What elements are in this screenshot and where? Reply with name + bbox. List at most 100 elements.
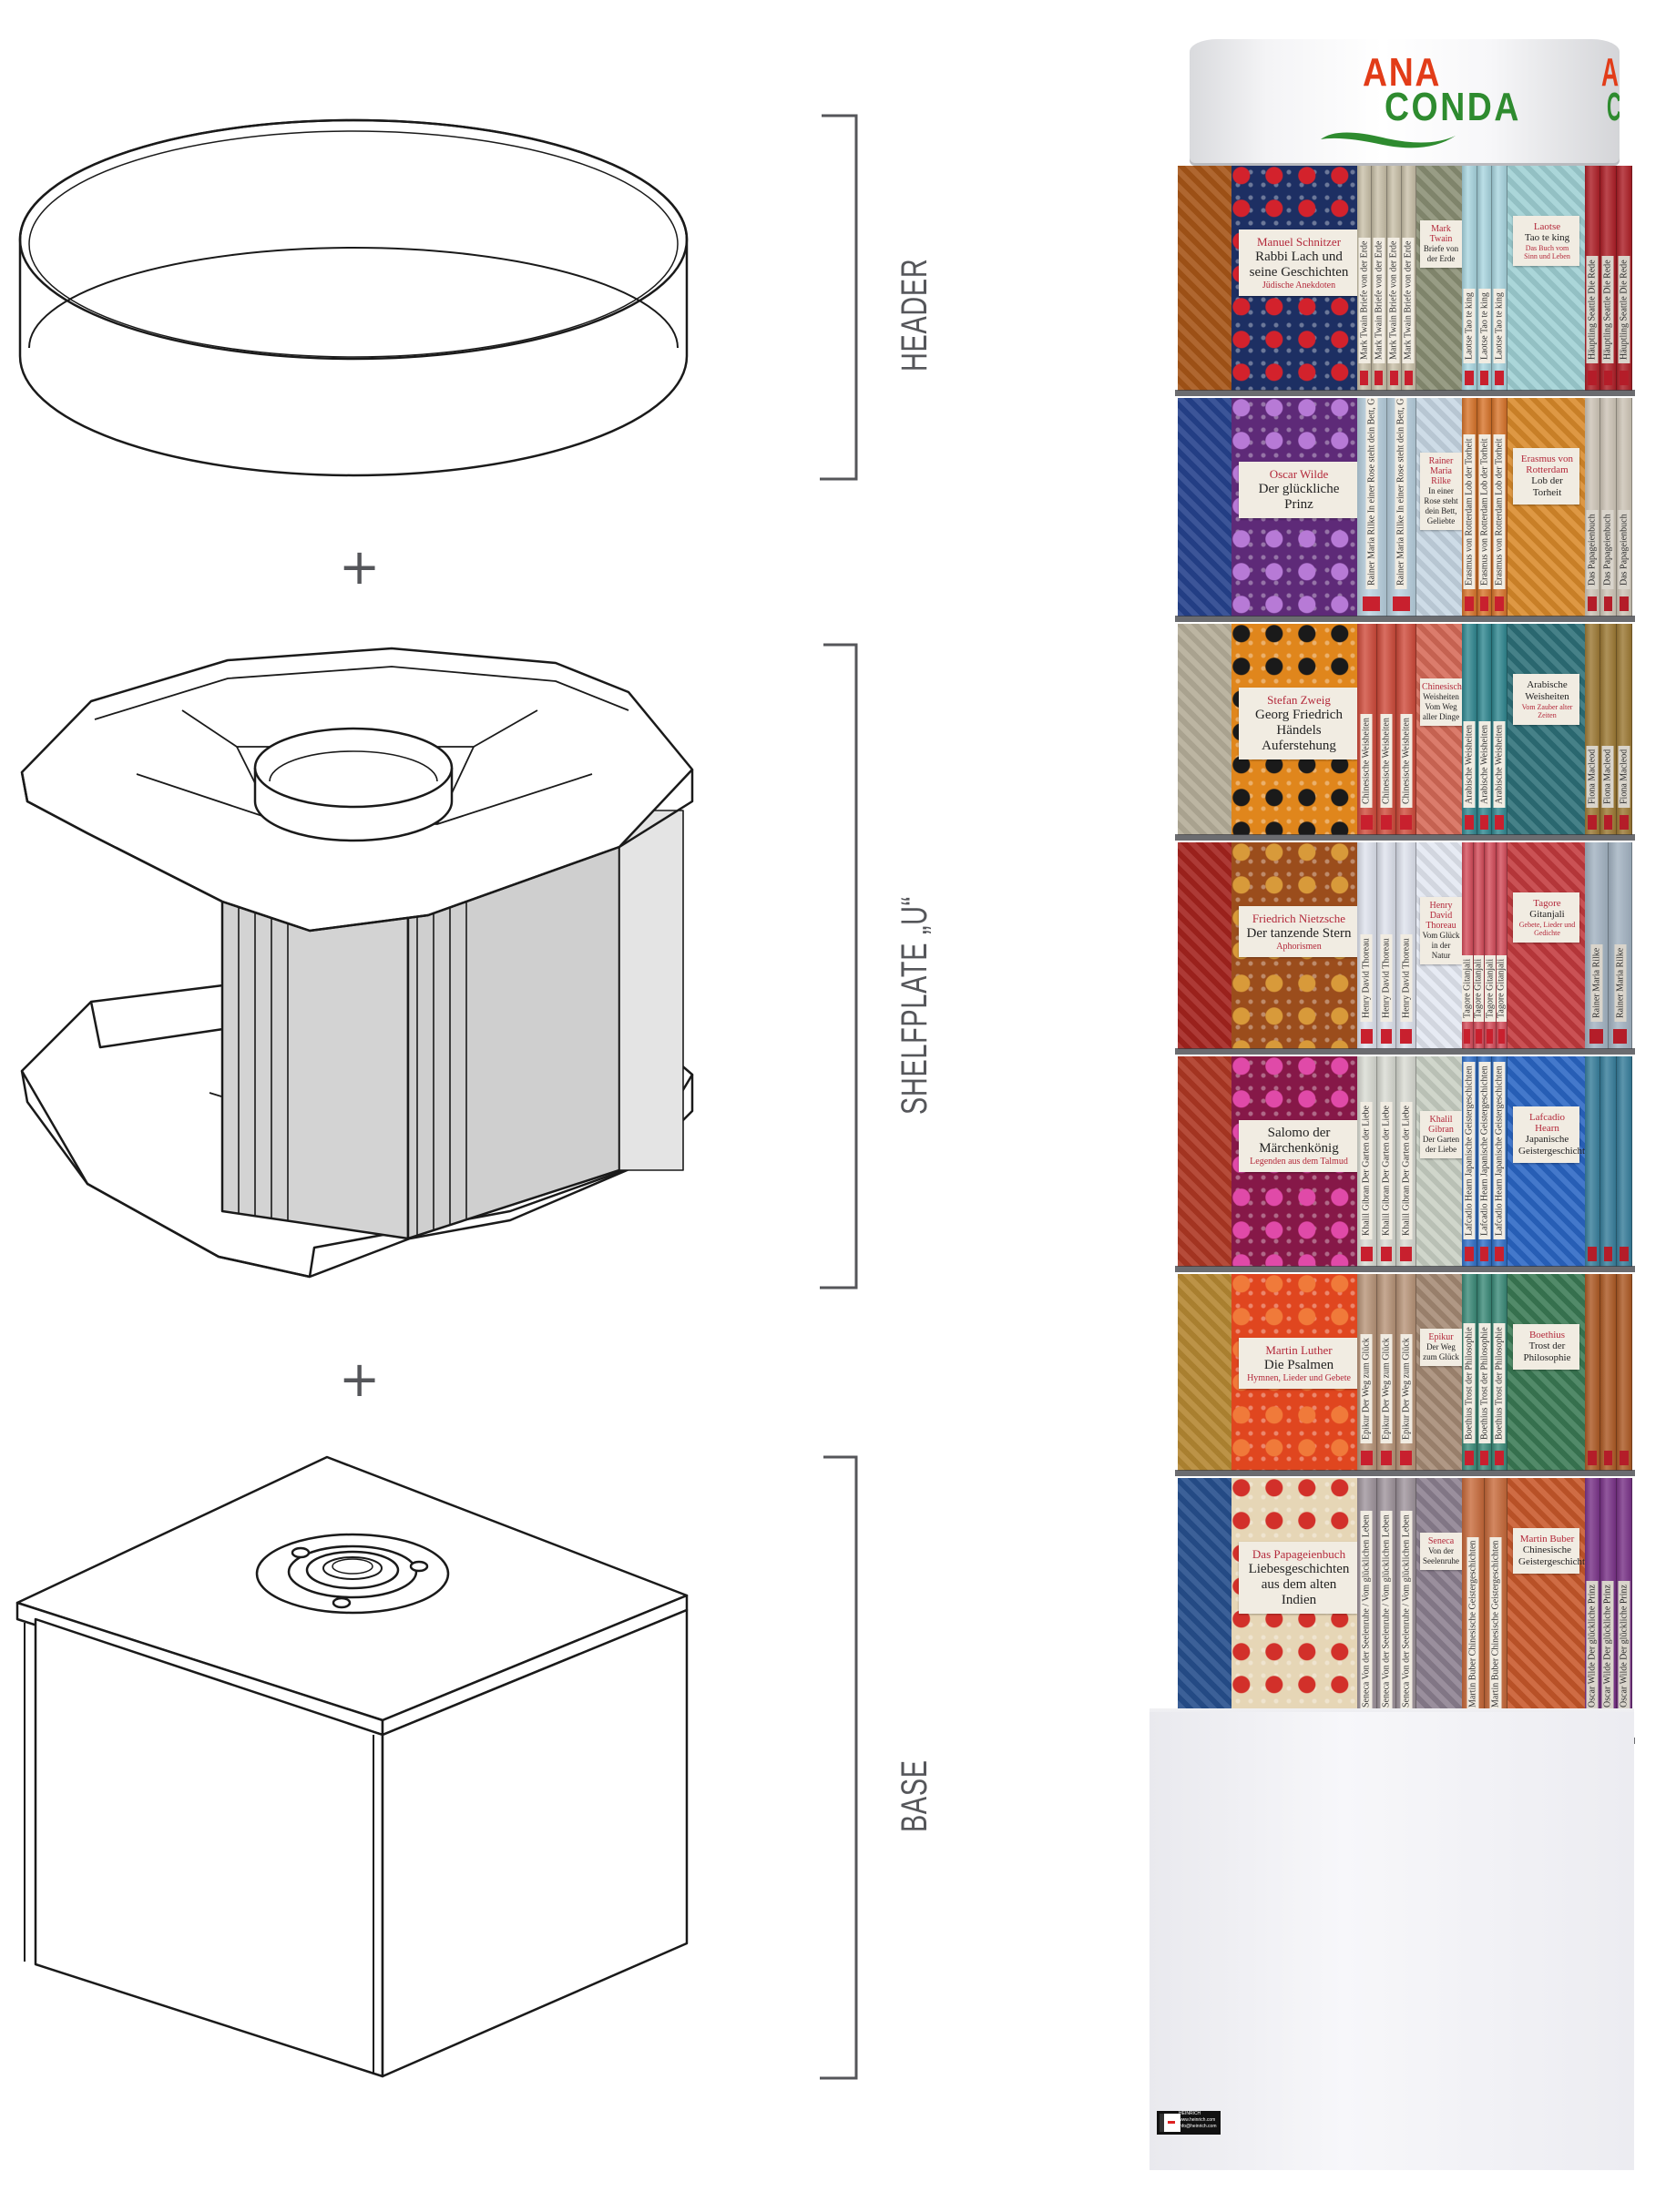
- cover-author: Martin Buber: [1519, 1534, 1575, 1544]
- spine-publisher-mark: [1465, 1247, 1474, 1261]
- cover-title: Chinesische Geistergeschichten: [1518, 1544, 1585, 1567]
- spine-text: Mark Twain Briefe von der Erde: [1358, 237, 1371, 363]
- book-spine: Erasmus von Rotterdam Lob der Torheit: [1462, 398, 1477, 617]
- book-spine: Fiona Macleod: [1585, 624, 1601, 835]
- cover-author: Boethius: [1528, 1330, 1566, 1340]
- spine-text: Rainer Maria Rilke: [1614, 943, 1626, 1022]
- cover-subtitle: Hymnen, Lieder und Gebete: [1247, 1373, 1351, 1383]
- spine-text: Arabische Weisheiten: [1463, 720, 1476, 808]
- book-spine: Oscar Wilde Der glückliche Prinz: [1616, 1478, 1632, 1738]
- spine-publisher-mark: [1363, 596, 1381, 611]
- spine-publisher-mark: [1619, 1451, 1629, 1465]
- spine-publisher-mark: [1619, 371, 1629, 385]
- book-spine: Epikur Der Weg zum Glück: [1396, 1274, 1416, 1471]
- logo-swoosh-icon: [1321, 132, 1456, 148]
- book-spine: Häuptling Seattle Die Rede: [1600, 166, 1617, 391]
- book-spine: Erasmus von Rotterdam Lob der Torheit: [1477, 398, 1493, 617]
- book-spine: Oscar Wilde Der glückliche Prinz: [1585, 1478, 1601, 1738]
- cover-author: Khalil Gibran: [1428, 1115, 1454, 1135]
- acrylic-shelf: [1175, 1470, 1635, 1476]
- cover-title: Der glückliche Prinz: [1258, 482, 1340, 512]
- spine-publisher-mark: [1400, 1451, 1412, 1465]
- spine-publisher-mark: [1479, 371, 1489, 385]
- tower-header-band: ANA CONDA ANA CONDA: [1190, 39, 1620, 166]
- book-spine: Henry David Thoreau: [1376, 842, 1397, 1049]
- spine-text: Fiona Macleod: [1586, 745, 1599, 808]
- cover-title: Der Garten der Liebe: [1422, 1135, 1460, 1154]
- cover-author: Laotse: [1533, 221, 1561, 232]
- cover-title: Salomo der Märchenkönig: [1259, 1126, 1339, 1156]
- spine-publisher-mark: [1588, 1451, 1598, 1465]
- spine-text: Henry David Thoreau: [1400, 934, 1413, 1022]
- book-spine: Arabische Weisheiten: [1477, 624, 1493, 835]
- side-book: [1178, 1056, 1231, 1267]
- cover-subtitle: Vom Zauber alter Zeiten: [1521, 703, 1573, 719]
- cover-author: Lafcadio Hearn: [1528, 1112, 1566, 1134]
- spine-publisher-mark: [1360, 371, 1369, 385]
- cover-author: Erasmus von Rotterdam: [1520, 454, 1574, 475]
- spine-text: Das Papageienbuch: [1601, 510, 1614, 589]
- acrylic-shelf: [1175, 616, 1635, 622]
- spine-publisher-mark: [1613, 1029, 1627, 1044]
- book-spine: Arabische Weisheiten: [1492, 624, 1507, 835]
- spine-publisher-mark: [1619, 815, 1629, 830]
- spine-group: Martin Buber Chinesische Geistergeschich…: [1462, 1478, 1507, 1738]
- book-spine: Mark Twain Briefe von der Erde: [1357, 166, 1373, 391]
- spine-publisher-mark: [1497, 1029, 1505, 1044]
- spine-publisher-mark: [1465, 596, 1474, 611]
- side-book: [1178, 842, 1231, 1049]
- spine-text: Tagore Gitanjali: [1473, 954, 1485, 1022]
- acrylic-shelf: [1175, 1048, 1635, 1055]
- spine-text: Häuptling Seattle Die Rede: [1601, 256, 1614, 363]
- spine-publisher-mark: [1380, 1247, 1393, 1261]
- book-spine: Rainer Maria Rilke In einer Rose steht d…: [1357, 398, 1387, 617]
- spine-group: [1585, 1056, 1632, 1267]
- cover-title: Der Weg zum Glück: [1423, 1342, 1459, 1361]
- spine-group: Oscar Wilde Der glückliche Prinz Oscar Wi…: [1585, 1478, 1632, 1738]
- spine-text: Erasmus von Rotterdam Lob der Torheit: [1478, 434, 1490, 589]
- book-spine: Mark Twain Briefe von der Erde: [1386, 166, 1402, 391]
- cover-author: Friedrich Nietzsche: [1252, 912, 1346, 925]
- book-spine: Das Papageienbuch: [1585, 398, 1601, 617]
- spine-publisher-mark: [1380, 815, 1393, 830]
- acrylic-shelf: [1175, 834, 1635, 841]
- spine-publisher-mark: [1375, 371, 1384, 385]
- book-spine: Epikur Der Weg zum Glück: [1376, 1274, 1397, 1471]
- plus-sign: +: [339, 538, 381, 596]
- spine-text: Lafcadio Hearn Japanische Geistergeschic…: [1478, 1062, 1490, 1239]
- side-book: [1178, 624, 1231, 835]
- spine-publisher-mark: [1588, 371, 1598, 385]
- spine-publisher-mark: [1361, 1247, 1373, 1261]
- spine-text: Mark Twain Briefe von der Erde: [1402, 237, 1415, 363]
- cover-author: Das Papageienbuch: [1252, 1547, 1346, 1561]
- spine-text: Erasmus von Rotterdam Lob der Torheit: [1493, 434, 1506, 589]
- spine-publisher-mark: [1389, 371, 1398, 385]
- book-spine: Erasmus von Rotterdam Lob der Torheit: [1492, 398, 1507, 617]
- book-spine: [1600, 1274, 1617, 1471]
- spine-publisher-mark: [1392, 596, 1410, 611]
- book-spine: Das Papageienbuch: [1600, 398, 1617, 617]
